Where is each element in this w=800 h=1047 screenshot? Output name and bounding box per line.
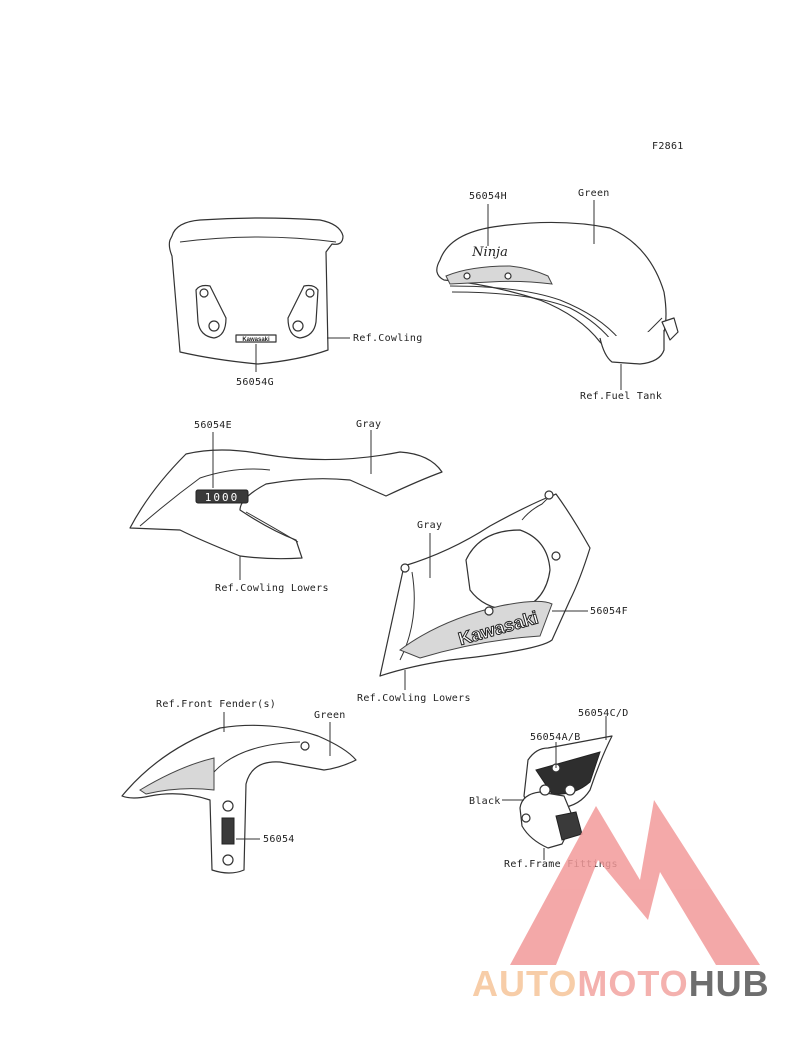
label-fender-part: 56054 — [263, 834, 295, 845]
displacement-decal — [195, 489, 249, 504]
watermark-part3: HUB — [689, 963, 770, 1004]
label-windscreen-part: 56054G — [236, 377, 274, 388]
watermark-part2: MOTO — [577, 963, 688, 1004]
label-cowl-lower-color: Gray — [417, 520, 442, 531]
windscreen: Kawasaki — [168, 217, 344, 365]
displacement-text: 1000 — [205, 491, 240, 504]
label-frame-color: Black — [469, 796, 501, 807]
label-cowl-upper-color: Gray — [356, 419, 381, 430]
front-fender — [121, 724, 357, 874]
watermark-triangle-icon — [510, 800, 760, 965]
watermark-part1: AUTO — [472, 963, 577, 1004]
watermark-logo: AUTOMOTOHUB — [472, 800, 770, 1004]
label-tank-ref: Ref.Fuel Tank — [580, 391, 662, 402]
fuel-tank: Ninja — [436, 221, 679, 365]
label-fender-color: Green — [314, 710, 346, 721]
label-frame-part-cd: 56054C/D — [578, 708, 629, 719]
screen-brand-decal — [235, 334, 277, 343]
label-frame-part-ab: 56054A/B — [530, 732, 581, 743]
tank-logo: Ninja — [471, 245, 508, 260]
label-cowl-upper-ref: Ref.Cowling Lowers — [215, 583, 329, 594]
cowl-upper: 1000 — [129, 449, 443, 560]
figure-code: F2861 — [652, 141, 684, 152]
screen-brand-text: Kawasaki — [242, 337, 270, 343]
cowl-lower: Kawasaki — [379, 490, 591, 677]
label-cowl-upper-part: 56054E — [194, 420, 232, 431]
fender-decal — [221, 817, 235, 845]
label-frame-ref: Ref.Frame Fittings — [504, 859, 618, 870]
frame-fitting — [519, 735, 613, 849]
label-cowl-lower-part: 56054F — [590, 606, 628, 617]
label-cowl-lower-ref: Ref.Cowling Lowers — [357, 693, 471, 704]
label-tank-color: Green — [578, 188, 610, 199]
label-tank-part: 56054H — [469, 191, 507, 202]
label-windscreen-ref: Ref.Cowling — [353, 333, 423, 344]
svg-text:AUTOMOTOHUB: AUTOMOTOHUB — [472, 963, 770, 1004]
label-fender-ref: Ref.Front Fender(s) — [156, 699, 276, 710]
